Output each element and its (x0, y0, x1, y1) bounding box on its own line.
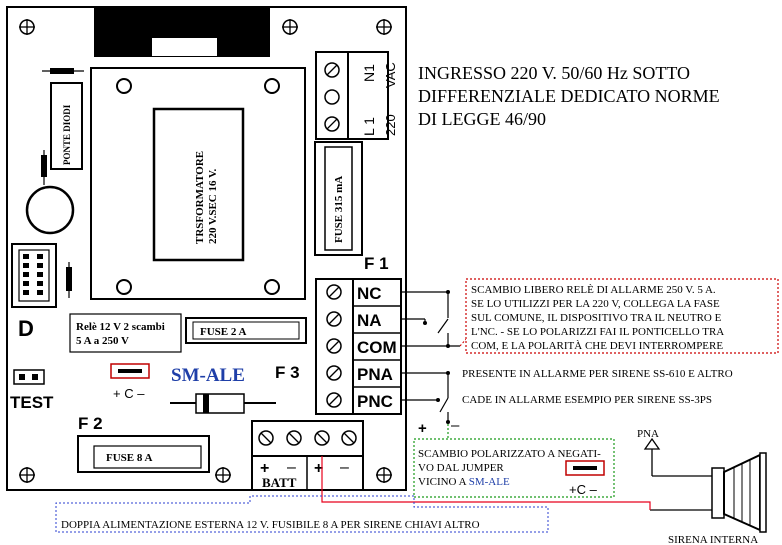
terminal-screw-icon (324, 62, 340, 78)
mains-heading: INGRESSO 220 V. 50/60 Hz SOTTO DIFFERENZ… (418, 63, 720, 129)
heading-line2: DIFFERENZIALE DEDICATO NORME (418, 86, 720, 106)
fuse-2a-label: FUSE 2 A (200, 326, 247, 338)
relay-note-line1: SCAMBIO LIBERO RELÈ DI ALLARME 250 V. 5 … (471, 284, 716, 296)
battery-terminal-block: + – + – BATT (251, 420, 364, 491)
brand-label: SM-ALE (171, 365, 245, 386)
heading-line1: INGRESSO 220 V. 50/60 Hz SOTTO (418, 63, 690, 83)
terminal-screw-icon (324, 89, 340, 105)
board-jumper-label: + C – (113, 386, 145, 401)
transformer-label-line1: TRSFORMATORE (194, 151, 206, 244)
batt-note-text: DOPPIA ALIMENTAZIONE ESTERNA 12 V. FUSIB… (61, 519, 480, 531)
terminal-screw-icon (326, 365, 342, 381)
jumper-note-line3: VICINO A SM-ALE (418, 476, 510, 488)
fuse-315ma: FUSE 315 mA (314, 141, 363, 256)
mains-terminal-block: N1 L 1 VAC 220 (315, 51, 398, 140)
led-d: D (18, 316, 34, 341)
relay-switch-dots (423, 290, 450, 424)
jumper-note-label: +C – (569, 482, 598, 497)
terminal-screw-icon (258, 430, 274, 446)
jumper-note-line2: VO DAL JUMPER (418, 462, 504, 474)
terminal-screw-icon (324, 116, 340, 132)
board-jumper: + C – (110, 363, 150, 401)
terminal-screw-icon (326, 392, 342, 408)
terminal-screw-icon (326, 338, 342, 354)
siren-icon (643, 437, 767, 533)
terminal-screw-icon (326, 284, 342, 300)
resistor-icon (42, 68, 84, 74)
siren-label: SIRENA INTERNA (668, 534, 758, 545)
terminal-na-label: NA (357, 311, 382, 330)
f3-label: F 3 (275, 363, 300, 382)
relay-label-line2: 5 A a 250 V (76, 335, 129, 347)
d-label: D (18, 316, 34, 341)
red-wire (321, 456, 651, 510)
f1-label: F 1 (364, 254, 389, 273)
diode-icon (170, 393, 276, 414)
relay-note-line3: SUL COMUNE, IL DISPOSITIVO TRA IL NEUTRO… (471, 312, 722, 324)
pna-arrow-label: PNA (637, 428, 659, 440)
relay-note-line5: COM, E LA POLARITÀ CHE DEVI INTERROMPERE (471, 340, 723, 352)
relay-note-line2: SE LO UTILIZZI PER LA 220 V, COLLEGA LA … (471, 298, 720, 310)
batt-minus-1: – (287, 459, 296, 476)
test-label: TEST (10, 393, 54, 412)
left-components (41, 150, 72, 298)
jumper-note: SCAMBIO POLARIZZATO A NEGATI- VO DAL JUM… (413, 424, 615, 498)
fuse-2a: FUSE 2 A (185, 317, 307, 344)
mains-l-label: L 1 (361, 117, 377, 136)
fuse-8a-label: FUSE 8 A (106, 452, 153, 464)
relay-terminal-block: NC NA COM PNA PNC (315, 278, 402, 415)
heading-line3: DI LEGGE 46/90 (418, 109, 546, 129)
batt-label: BATT (262, 475, 297, 490)
terminal-screw-icon (326, 311, 342, 327)
transformer: TRSFORMATORE 220 V.SEC 16 V. (90, 67, 306, 300)
relay-label-box: Relè 12 V 2 scambi 5 A a 250 V (69, 313, 182, 353)
screw-icon (376, 19, 392, 35)
relay-note-line4: L'NC. - SE LO POLARIZZI FAI IL PONTICELL… (471, 326, 724, 338)
terminal-pnc-label: PNC (357, 392, 393, 411)
batt-note: DOPPIA ALIMENTAZIONE ESTERNA 12 V. FUSIB… (55, 495, 549, 533)
jumper-note-line3-prefix: VICINO A (418, 476, 469, 488)
relay-switch-wiring (401, 291, 460, 422)
batt-plus-1: + (260, 460, 269, 477)
header-connector (11, 243, 57, 308)
f2-label: F 2 (78, 414, 103, 433)
terminal-com-label: COM (357, 338, 397, 357)
corner-screws (19, 19, 392, 483)
screw-icon (19, 467, 35, 483)
jumper-note-brand: SM-ALE (469, 476, 510, 488)
relay-note: SCAMBIO LIBERO RELÈ DI ALLARME 250 V. 5 … (459, 278, 779, 354)
batt-minus-2: – (340, 459, 349, 476)
screw-icon (376, 467, 392, 483)
terminal-screw-icon (341, 430, 357, 446)
transformer-label-line2: 220 V.SEC 16 V. (207, 168, 219, 244)
terminal-screw-icon (314, 430, 330, 446)
terminal-screw-icon (286, 430, 302, 446)
diode-bridge: PONTE DIODI (50, 82, 83, 170)
relay-label-line1: Relè 12 V 2 scambi (76, 321, 165, 333)
pnc-note: CADE IN ALLARME ESEMPIO PER SIRENE SS-3P… (462, 394, 712, 406)
fuse-315ma-label: FUSE 315 mA (333, 176, 345, 243)
polarity-minus: – (451, 417, 460, 434)
test-jumper: TEST (10, 369, 54, 412)
screw-icon (19, 19, 35, 35)
jumper-note-line1: SCAMBIO POLARIZZATO A NEGATI- (418, 448, 601, 460)
terminal-nc-label: NC (357, 284, 382, 303)
terminal-pna-label: PNA (357, 365, 393, 384)
diode-bridge-label: PONTE DIODI (62, 104, 72, 165)
mains-vac-label: VAC (383, 62, 398, 88)
batt-plus-2: + (314, 460, 323, 477)
polarity-plus: + (418, 420, 427, 437)
capacitor-icon (25, 185, 75, 235)
screw-icon (215, 467, 231, 483)
pna-note: PRESENTE IN ALLARME PER SIRENE SS-610 E … (462, 368, 733, 380)
mains-n-label: N1 (361, 64, 377, 82)
fuse-8a: FUSE 8 A (77, 435, 210, 473)
screw-icon (282, 19, 298, 35)
mains-220-label: 220 (383, 114, 398, 136)
